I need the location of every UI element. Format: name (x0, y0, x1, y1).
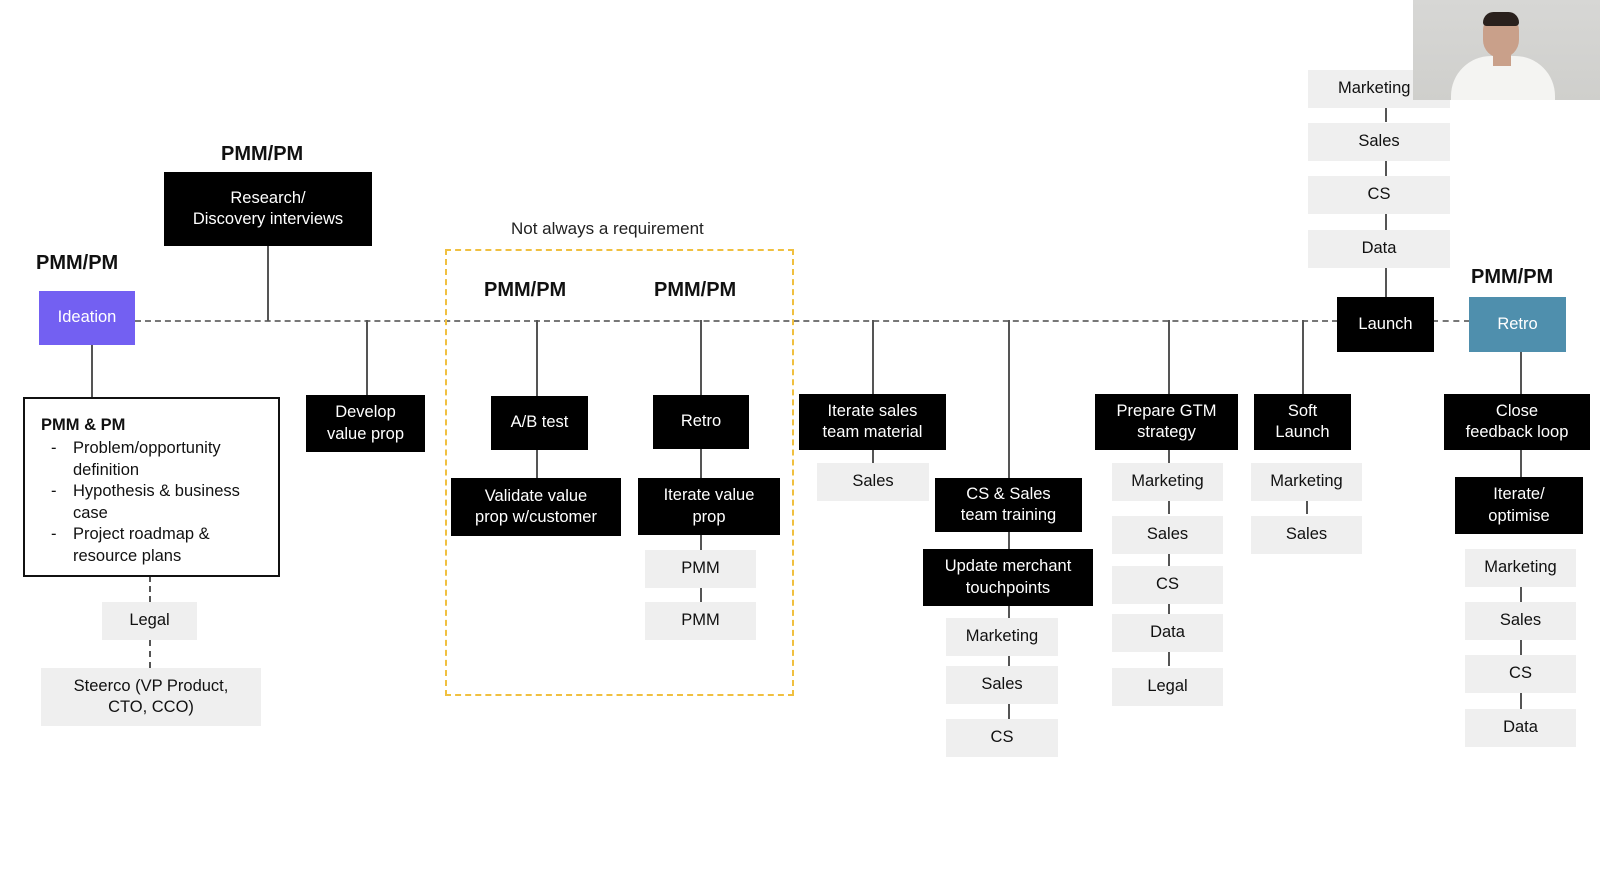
sales-node: Sales (1112, 516, 1223, 554)
steerco-node: Steerco (VP Product, CTO, CCO) (41, 668, 261, 726)
role-label-retro-end: PMM/PM (1471, 266, 1554, 288)
optional-steps-frame (445, 249, 794, 696)
connector (1168, 554, 1170, 566)
ab-test-node: A/B test (491, 396, 588, 450)
connector (1385, 214, 1387, 230)
marketing-node: Marketing (1465, 549, 1576, 587)
connector (1302, 320, 1304, 394)
sales-node: Sales (1251, 516, 1362, 554)
timeline-end (1432, 320, 1470, 322)
connector (267, 246, 269, 321)
iterate-optimise-node: Iterate/ optimise (1455, 477, 1583, 534)
connector (1168, 449, 1170, 463)
timeline (135, 320, 1338, 322)
soft-launch-node: Soft Launch (1254, 394, 1351, 450)
marketing-node: Marketing (1112, 463, 1223, 501)
connector (1520, 693, 1522, 709)
sales-node: Sales (946, 666, 1058, 704)
connector (700, 449, 702, 478)
connector (536, 320, 538, 396)
list-item: Problem/opportunity definition (41, 438, 266, 481)
cs-node: CS (1112, 566, 1223, 604)
retro-mid-node: Retro (653, 395, 749, 449)
research-node: Research/ Discovery interviews (164, 172, 372, 246)
connector (1008, 604, 1010, 618)
connector (1385, 108, 1387, 122)
connector (1168, 652, 1170, 666)
iterate-sales-material-node: Iterate sales team material (799, 394, 946, 450)
prepare-gtm-node: Prepare GTM strategy (1095, 394, 1238, 450)
iterate-value-prop-node: Iterate value prop (638, 478, 780, 535)
pmm-pm-responsibilities: PMM & PM Problem/opportunity definition … (23, 397, 280, 577)
sales-node: Sales (1308, 123, 1450, 161)
develop-value-prop-node: Develop value prop (306, 395, 425, 452)
connector (91, 344, 93, 398)
cs-node: CS (1308, 176, 1450, 214)
connector (366, 320, 368, 395)
connector (536, 450, 538, 478)
optional-note: Not always a requirement (511, 219, 704, 238)
connector (700, 320, 702, 395)
list-item: Hypothesis & business case (41, 481, 266, 524)
connector (1008, 531, 1010, 549)
connector (149, 576, 151, 602)
sales-node: Sales (1465, 602, 1576, 640)
connector (1520, 586, 1522, 602)
pmm-node: PMM (645, 602, 756, 640)
ideation-node: Ideation (39, 291, 135, 345)
connector (872, 320, 874, 394)
presenter-video (1413, 0, 1600, 100)
connector (1385, 268, 1387, 297)
connector (1008, 703, 1010, 719)
cs-sales-training-node: CS & Sales team training (935, 478, 1082, 532)
connector (1168, 320, 1170, 394)
legal-node: Legal (1112, 668, 1223, 706)
sales-node: Sales (817, 463, 929, 501)
cs-node: CS (1465, 655, 1576, 693)
cs-node: CS (946, 719, 1058, 757)
retro-end-node: Retro (1469, 297, 1566, 352)
connector (872, 449, 874, 463)
marketing-node: Marketing (1251, 463, 1362, 501)
connector (700, 534, 702, 550)
role-label-ab-test: PMM/PM (484, 279, 567, 301)
pmm-node: PMM (645, 550, 756, 588)
close-feedback-loop-node: Close feedback loop (1444, 394, 1590, 450)
connector (1168, 604, 1170, 616)
list-item: Project roadmap & resource plans (41, 524, 266, 567)
launch-node: Launch (1337, 297, 1434, 352)
pmm-pm-heading: PMM & PM (41, 416, 126, 434)
validate-value-prop-node: Validate value prop w/customer (451, 478, 621, 536)
connector (1520, 352, 1522, 394)
role-label-research: PMM/PM (221, 143, 304, 165)
update-merchant-node: Update merchant touchpoints (923, 549, 1093, 606)
connector (1520, 449, 1522, 477)
role-label-retro-mid: PMM/PM (654, 279, 737, 301)
legal-node: Legal (102, 602, 197, 640)
data-node: Data (1465, 709, 1576, 747)
responsibility-list: Problem/opportunity definition Hypothesi… (41, 438, 266, 567)
data-node: Data (1308, 230, 1450, 268)
connector (700, 588, 702, 602)
connector (1168, 500, 1170, 514)
connector (1385, 160, 1387, 176)
connector (1306, 500, 1308, 514)
connector (1008, 320, 1010, 478)
presenter-hair (1483, 12, 1519, 26)
connector (149, 640, 151, 668)
marketing-node: Marketing (946, 618, 1058, 656)
data-node: Data (1112, 614, 1223, 652)
role-label-ideation: PMM/PM (36, 252, 119, 274)
connector (1520, 639, 1522, 655)
connector (1008, 654, 1010, 666)
